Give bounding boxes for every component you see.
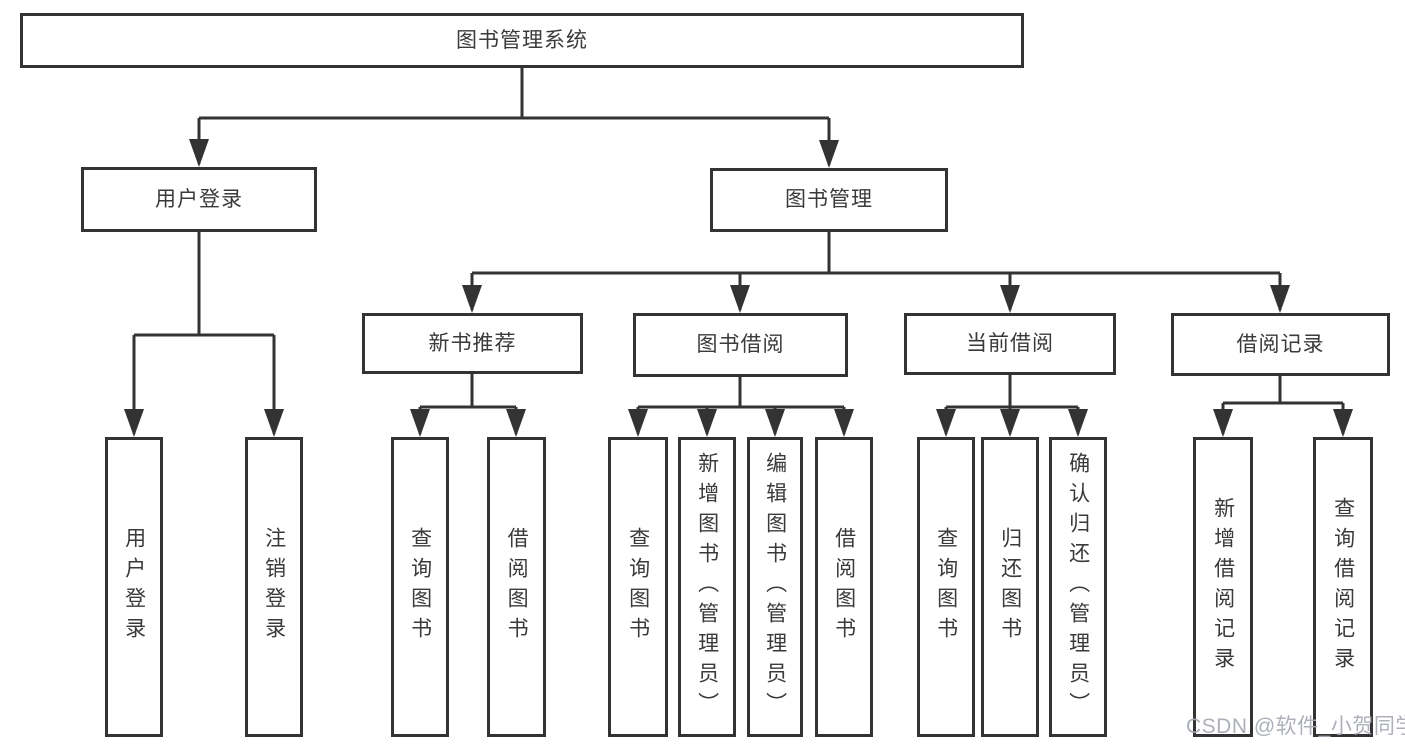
node-leaf-query-books-c: 查询图书: [917, 437, 975, 737]
node-borrow-records-label: 借阅记录: [1236, 332, 1325, 356]
node-leaf-add-borrow-record-label: 新增借阅记录: [1211, 497, 1235, 677]
node-leaf-return-book: 归还图书: [981, 437, 1039, 737]
node-leaf-query-books-a-label: 查询图书: [408, 527, 432, 647]
node-leaf-user-login-label: 用户登录: [122, 527, 146, 647]
node-new-book-recommend-label: 新书推荐: [428, 331, 517, 355]
node-leaf-add-book-admin: 新增图书（管理员）: [678, 437, 736, 737]
node-leaf-add-borrow-record: 新增借阅记录: [1193, 437, 1253, 737]
node-leaf-query-books-b-label: 查询图书: [626, 527, 650, 647]
node-leaf-logout: 注销登录: [245, 437, 303, 737]
node-book-management-branch: 图书管理: [710, 168, 948, 232]
node-leaf-add-book-admin-label: 新增图书（管理员）: [695, 452, 719, 722]
node-leaf-query-borrow-record-label: 查询借阅记录: [1331, 497, 1355, 677]
node-new-book-recommend: 新书推荐: [362, 313, 583, 374]
node-user-login-branch: 用户登录: [81, 167, 317, 232]
node-leaf-logout-label: 注销登录: [262, 527, 286, 647]
node-book-management-branch-label: 图书管理: [785, 188, 873, 212]
node-leaf-confirm-return-admin-label: 确认归还（管理员）: [1066, 452, 1090, 722]
node-book-borrow: 图书借阅: [633, 313, 848, 377]
watermark: CSDN @软件_小贺同学: [1186, 715, 1405, 738]
node-book-borrow-label: 图书借阅: [696, 333, 785, 357]
node-leaf-edit-book-admin-label: 编辑图书（管理员）: [763, 452, 787, 722]
node-leaf-borrow-books-a: 借阅图书: [487, 437, 546, 737]
node-leaf-query-books-c-label: 查询图书: [934, 527, 958, 647]
node-leaf-confirm-return-admin: 确认归还（管理员）: [1049, 437, 1107, 737]
node-leaf-edit-book-admin: 编辑图书（管理员）: [747, 437, 803, 737]
node-leaf-borrow-books-a-label: 借阅图书: [505, 527, 529, 647]
node-current-borrow-label: 当前借阅: [966, 332, 1054, 356]
node-leaf-query-books-b: 查询图书: [608, 437, 668, 737]
node-leaf-query-borrow-record: 查询借阅记录: [1313, 437, 1373, 737]
node-leaf-user-login: 用户登录: [105, 437, 163, 737]
node-root: 图书管理系统: [20, 13, 1024, 68]
node-leaf-return-book-label: 归还图书: [998, 527, 1022, 647]
node-leaf-borrow-books-b: 借阅图书: [815, 437, 873, 737]
node-leaf-borrow-books-b-label: 借阅图书: [832, 527, 856, 647]
node-root-label: 图书管理系统: [456, 28, 588, 52]
node-current-borrow: 当前借阅: [904, 313, 1116, 375]
node-borrow-records: 借阅记录: [1171, 313, 1390, 376]
node-leaf-query-books-a: 查询图书: [391, 437, 449, 737]
node-user-login-branch-label: 用户登录: [155, 187, 243, 211]
